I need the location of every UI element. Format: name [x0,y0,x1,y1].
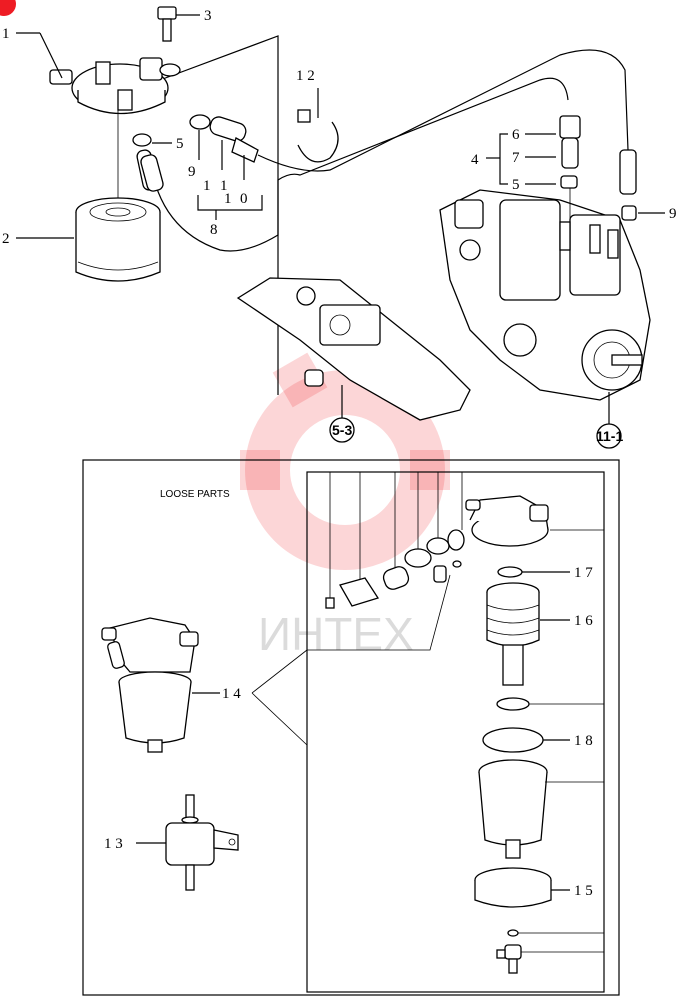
bracket-14 [251,649,308,746]
callout-4-6: 6 [512,127,520,143]
bleed-screw [433,565,447,583]
exploded-box [306,471,605,993]
gasket-plate [339,577,380,607]
callout-11a: 1 [203,178,211,194]
filter-cartridge [75,197,161,282]
callout-4-7: 7 [512,150,520,166]
callout-13: 1 3 [104,836,123,852]
callout-18: 1 8 [574,733,593,749]
leader-1b [39,32,63,79]
bracket-8 [197,195,263,211]
bracket-4 [499,133,508,185]
loose-parts-title: LOOSE PARTS [160,489,230,500]
callout-9: 9 [188,164,196,180]
ref-11-1: 11-1 [596,428,623,444]
lever [382,566,410,590]
callout-5: 5 [176,136,184,152]
injection-pump [439,189,651,401]
watermark-text: ИНТЕХ [258,608,414,660]
mounting-bracket [236,277,471,421]
o-ring-18 [482,727,544,753]
o-ring-b [426,537,450,555]
ref-5-3: 5-3 [332,422,352,438]
callout-12: 1 2 [296,68,315,84]
hose-10-11 [189,114,259,163]
filter-assembly-14 [101,617,199,753]
callout-15: 1 5 [574,883,593,899]
fuel-hose-route [149,77,569,252]
callout-4: 4 [471,152,479,168]
callout-17: 1 7 [574,565,593,581]
corner-marker [0,0,16,16]
hose-clamp-12 [297,109,339,163]
hose-piece [140,154,164,192]
callout-9-right: 9 [669,206,677,222]
drain-plug [496,944,522,974]
diag-1 [307,574,451,651]
callout-4-5: 5 [512,177,520,193]
callout-16: 1 6 [574,613,593,629]
ref-11-1-circle [596,423,622,449]
ring-nut-15 [474,867,552,908]
callout-8: 8 [210,222,218,238]
bolt-3 [157,6,181,77]
ref-5-3-circle [329,417,355,443]
hose-right [619,149,637,195]
fuel-hose-return [257,49,629,172]
callout-10a: 1 [224,191,232,207]
screw-small [325,597,335,609]
loose-parts-box [82,459,620,996]
o-ring-c [447,529,465,551]
filter-head [49,57,169,115]
filter-bowl [478,759,548,859]
ring-spring [496,697,530,711]
inline-filter-13 [165,794,239,891]
leader-frame-top [159,35,279,395]
o-ring-17 [497,566,523,578]
small-o-ring [452,560,462,568]
cap-9 [621,205,637,221]
filter-head-exploded [465,495,549,547]
callout-11b: 1 [220,178,228,194]
o-ring-a [404,548,432,568]
overflow-fitting [559,115,581,189]
small-o-ring-bottom [507,929,519,937]
filter-element-16 [486,582,540,686]
callout-3: 3 [204,8,212,24]
callout-10b: 0 [240,191,248,207]
callout-1: 1 [2,26,10,42]
callout-2: 2 [2,231,10,247]
callout-14: 1 4 [222,686,241,702]
